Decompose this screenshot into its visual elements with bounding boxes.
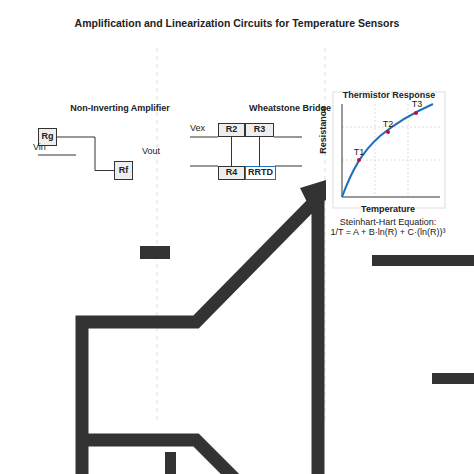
resistor-label: R2 — [226, 125, 238, 135]
resistor-label: RRTD — [248, 168, 273, 178]
label: Resistance — [319, 106, 329, 154]
wire — [38, 137, 302, 166]
resistor-box: RRTD — [245, 166, 276, 180]
label: Vin — [33, 143, 46, 153]
chart-panel — [333, 92, 445, 208]
label: Vex — [190, 124, 205, 134]
wire — [259, 137, 260, 166]
resistor-box: R3 — [245, 123, 274, 137]
wire — [231, 137, 232, 166]
title: Amplification and Linearization Circuits… — [0, 18, 474, 30]
resistor-box: R4 — [218, 166, 245, 180]
label: Temperature — [361, 205, 415, 215]
label: T3 — [412, 100, 423, 110]
resistor-box: Rf — [114, 161, 133, 180]
label: Steinhart-Hart Equation: — [340, 218, 437, 228]
resistor-label: Rg — [42, 132, 54, 142]
resistor-label: Rf — [119, 166, 129, 176]
label: T1 — [354, 148, 365, 158]
label: Vout — [142, 147, 160, 157]
speaker-outline — [82, 198, 318, 474]
resistor-label: R4 — [226, 168, 238, 178]
resistor-label: R3 — [254, 125, 266, 135]
bar — [140, 180, 474, 474]
label: 1/T = A + B·ln(R) + C·(ln(R))³ — [330, 228, 445, 238]
label: T2 — [383, 120, 394, 130]
wire — [57, 137, 114, 171]
label: Non-Inverting Amplifier — [70, 104, 170, 114]
resistor-box: R2 — [218, 123, 245, 137]
